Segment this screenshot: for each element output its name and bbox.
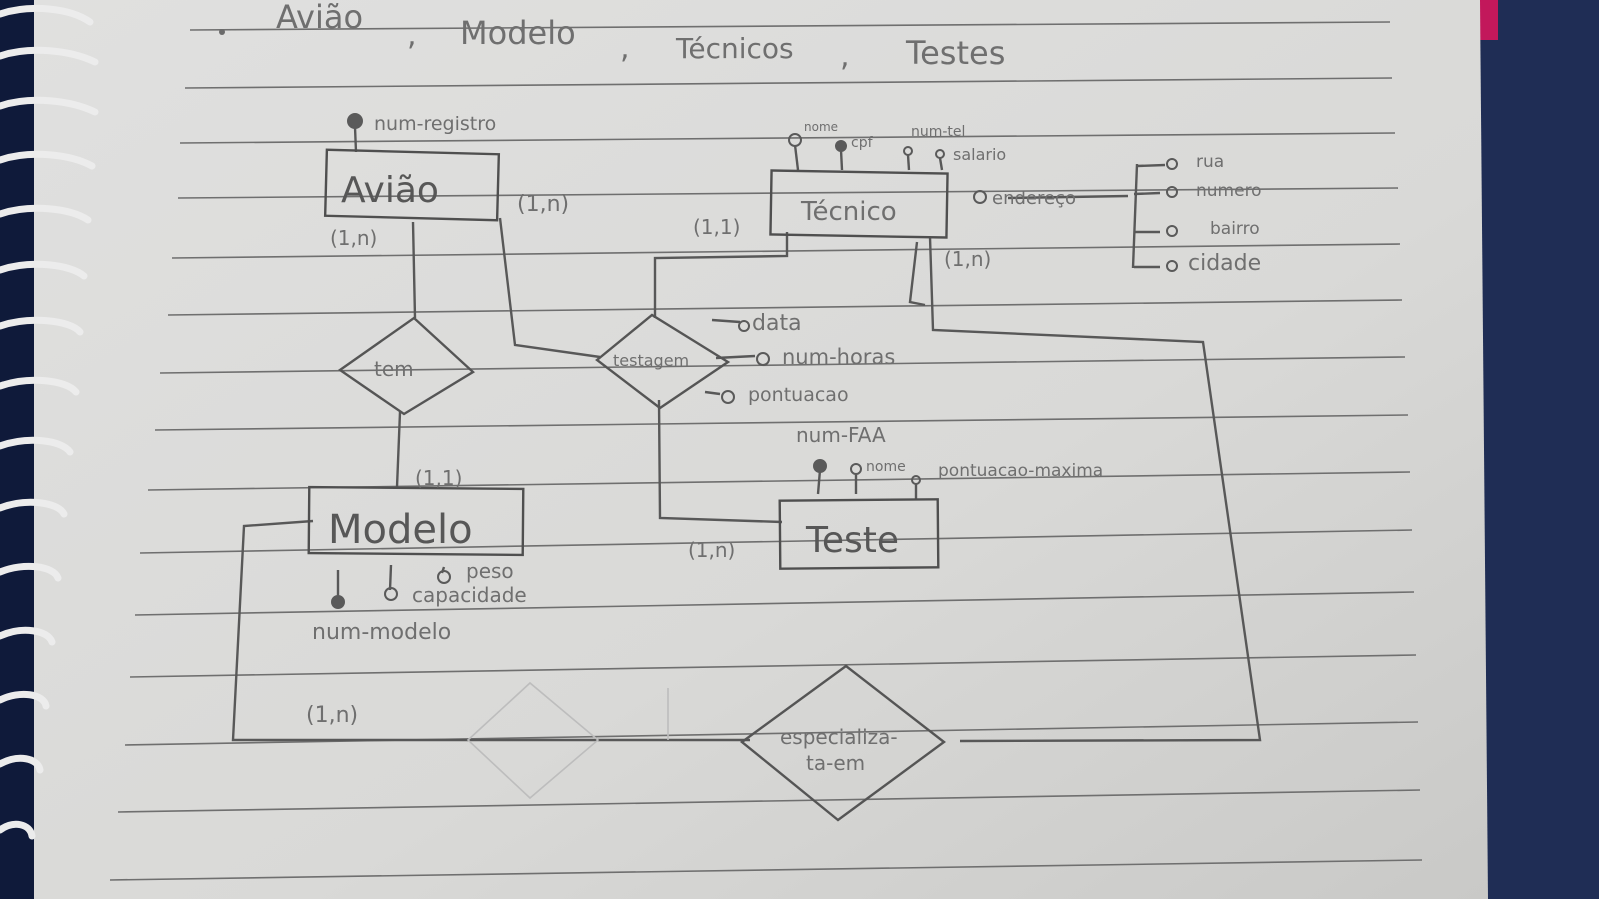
attribute-markers (331, 113, 1178, 609)
erased-marks (466, 681, 669, 800)
bullet-dot (219, 29, 225, 35)
attr-data-marker (738, 320, 750, 332)
card-tecnico-especializa: (1,n) (944, 247, 991, 271)
attr-tecnico-nome-marker (788, 133, 802, 147)
attr-bairro-marker (1166, 225, 1178, 237)
cardinality-labels: (1,n) (1,n) (1,1) (1,n) (1,1) (1,n) (1,n… (306, 192, 991, 728)
attr-endereco-numero: numero (1196, 181, 1262, 201)
title-row: Avião , Modelo , Técnicos , Testes (219, 0, 1005, 74)
attr-salario-marker (935, 149, 945, 159)
title-testes: Testes (905, 34, 1005, 72)
entity-tecnico-label: Técnico (800, 197, 897, 227)
relationship-tem: tem (337, 316, 475, 416)
card-tecnico-testagem: (1,1) (693, 215, 740, 239)
attr-tecnico-cpf: cpf (851, 135, 874, 151)
attr-endereco-marker (973, 190, 987, 204)
card-aviao-testagem: (1,n) (517, 192, 569, 217)
card-aviao-tem: (1,n) (330, 226, 377, 250)
entity-teste: Teste (778, 498, 940, 570)
attr-tecnico-nome: nome (804, 120, 838, 134)
attr-modelo-peso: peso (466, 559, 514, 583)
title-aviao: Avião (276, 0, 363, 36)
relationship-tem-label: tem (374, 357, 414, 381)
attr-testagem-data: data (752, 311, 802, 336)
attr-cidade-marker (1166, 260, 1178, 272)
attr-testagem-num-horas: num-horas (782, 345, 895, 369)
relationship-testagem-label: testagem (613, 351, 689, 370)
attr-num-registro: num-registro (374, 113, 496, 135)
relationship-especializa-label-1: especializa- (780, 725, 898, 749)
relationship-testagem: testagem (595, 313, 731, 410)
attr-endereco-cidade: cidade (1188, 251, 1261, 276)
title-tecnicos: Técnicos (675, 32, 794, 65)
entity-aviao-label: Avião (341, 170, 439, 211)
pink-object (1480, 0, 1498, 40)
entity-tecnico: Técnico (769, 169, 949, 239)
attr-teste-num-faa: num-FAA (796, 423, 886, 447)
card-modelo-tem: (1,1) (415, 466, 462, 490)
title-modelo: Modelo (460, 14, 576, 52)
attr-pontuacao-marker (721, 390, 735, 404)
attr-teste-pontuacao-maxima: pontuacao-maxima (938, 461, 1103, 481)
entity-teste-label: Teste (805, 520, 899, 561)
attr-tecnico-salario: salario (953, 145, 1006, 164)
attr-teste-nome-marker (850, 463, 862, 475)
key-attr-num-registro-marker (347, 113, 363, 129)
card-teste-testagem: (1,n) (688, 538, 735, 562)
relationship-especializa-label-2: ta-em (806, 751, 865, 775)
attr-peso-marker (437, 570, 451, 584)
title-separator-1: , (407, 18, 417, 53)
spiral-binding (0, 0, 99, 899)
attr-tecnico-num-tel: num-tel (911, 124, 965, 140)
attr-modelo-capacidade: capacidade (412, 583, 527, 607)
attr-pontuacao-maxima-marker (911, 475, 921, 485)
attr-teste-nome: nome (866, 459, 906, 475)
attr-modelo-num-modelo: num-modelo (312, 620, 451, 645)
attr-endereco-rua: rua (1196, 152, 1224, 172)
attr-capacidade-marker (384, 587, 398, 601)
attribute-labels: num-registro nome cpf num-tel salario en… (312, 113, 1262, 645)
title-separator-3: , (840, 39, 850, 74)
key-attr-num-modelo-marker (331, 595, 345, 609)
relationship-especializa: especializa- ta-em (740, 664, 946, 822)
attr-num-horas-marker (756, 352, 770, 366)
attr-numero-marker (1166, 186, 1178, 198)
attr-testagem-pontuacao: pontuacao (748, 384, 849, 406)
key-attr-num-faa-marker (813, 459, 827, 473)
attr-tecnico-endereco: endereço (992, 188, 1076, 209)
card-modelo-especializa: (1,n) (306, 703, 358, 728)
entity-modelo: Modelo (307, 485, 525, 557)
attr-num-tel-marker (903, 146, 913, 156)
paper-sheet (0, 0, 1488, 899)
attr-endereco-bairro: bairro (1210, 219, 1260, 239)
entity-modelo-label: Modelo (328, 507, 473, 553)
key-attr-cpf-marker (835, 140, 847, 152)
entity-aviao: Avião (323, 148, 501, 222)
attr-rua-marker (1166, 158, 1178, 170)
title-separator-2: , (620, 31, 630, 66)
connector-lines (231, 126, 1262, 743)
